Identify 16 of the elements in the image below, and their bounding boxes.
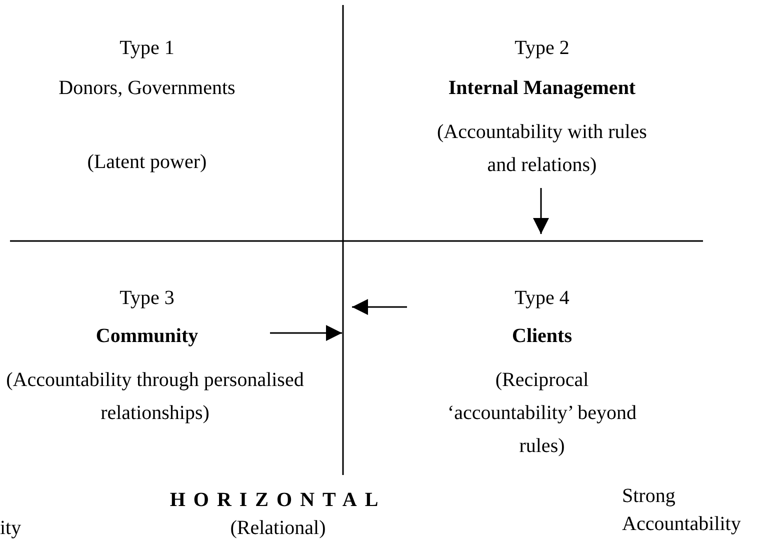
axis-title: HORIZONTAL (170, 488, 386, 512)
quadrant-text: Donors, Governments (58, 76, 236, 101)
axis-end-label: ity (0, 516, 22, 541)
quadrant-text: Type 1 (120, 36, 174, 61)
quadrant-heading: Internal Management (448, 76, 636, 101)
axis-subtitle: (Relational) (230, 516, 326, 541)
axis-end-label: Strong Accountability (622, 484, 742, 537)
quadrant-text: (Latent power) (87, 150, 207, 175)
quadrant-text: Type 2 (514, 36, 570, 61)
quadrant-text: (Accountability through personalised relationships) (5, 368, 305, 426)
quadrant-text: Type 4 (514, 286, 570, 311)
quadrant-heading: Clients (512, 324, 572, 349)
quadrant-text: (Accountability with rules and relations) (436, 120, 648, 178)
quadrant-text: Type 3 (120, 286, 174, 311)
quadrant-text: (Reciprocal ‘accountability’ beyond rules) (446, 368, 638, 459)
quadrant-heading: Community (96, 324, 198, 349)
